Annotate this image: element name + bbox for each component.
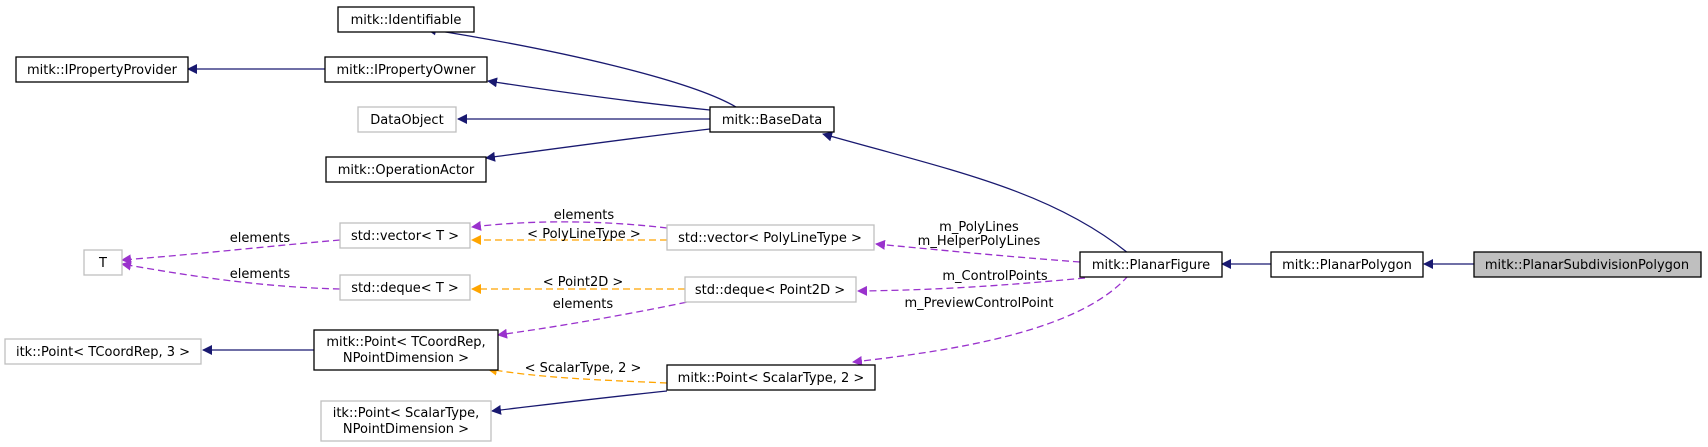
node-vector-t[interactable]: std::vector< T > bbox=[339, 222, 471, 249]
edge-label-scalartype-template: < ScalarType, 2 > bbox=[525, 361, 642, 376]
edge-planarfigure-vectorpolyline bbox=[875, 239, 1081, 263]
node-data-object[interactable]: DataObject bbox=[357, 106, 457, 133]
edge-label-deque-t-elements: elements bbox=[230, 267, 291, 282]
node-deque-t[interactable]: std::deque< T > bbox=[339, 274, 471, 301]
node-itk-point-tcoordrep[interactable]: itk::Point< TCoordRep, 3 > bbox=[4, 338, 202, 365]
node-label-property-provider: mitk::IPropertyProvider bbox=[27, 63, 178, 78]
node-itk-point-scalartype[interactable]: itk::Point< ScalarType, NPointDimension … bbox=[320, 400, 492, 442]
node-label-deque-point2d: std::deque< Point2D > bbox=[695, 283, 845, 298]
edge-basedata-identifiable bbox=[426, 25, 737, 108]
node-operation-actor[interactable]: mitk::OperationActor bbox=[325, 156, 487, 183]
edges bbox=[121, 25, 1474, 415]
node-label-planar-polygon: mitk::PlanarPolygon bbox=[1282, 258, 1412, 273]
node-label-base-data: mitk::BaseData bbox=[722, 113, 822, 128]
edge-vectorpolyline-vectort bbox=[471, 220, 668, 231]
edge-dequet-t bbox=[121, 260, 341, 290]
edge-label-preview-control-point: m_PreviewControlPoint bbox=[904, 296, 1053, 311]
nodes: mitk::Identifiable mitk::IPropertyProvid… bbox=[4, 6, 1702, 442]
node-label-operation-actor: mitk::OperationActor bbox=[338, 163, 475, 178]
node-planar-figure[interactable]: mitk::PlanarFigure bbox=[1079, 251, 1223, 278]
node-planar-polygon[interactable]: mitk::PlanarPolygon bbox=[1270, 251, 1424, 278]
node-base-data[interactable]: mitk::BaseData bbox=[709, 106, 835, 133]
edge-basedata-propertyowner bbox=[487, 77, 711, 111]
edge-scalarpoint-itkscalarpoint bbox=[491, 390, 668, 415]
node-label-deque-t: std::deque< T > bbox=[351, 281, 459, 296]
edge-scalarpoint-mitkpoint-template bbox=[487, 365, 668, 384]
node-label-mitk-point-tcoordrep-line2: NPointDimension > bbox=[343, 351, 469, 366]
node-label-itk-point-scalartype-line2: NPointDimension > bbox=[343, 422, 469, 437]
node-t[interactable]: T bbox=[83, 249, 123, 276]
node-label-vector-polyline: std::vector< PolyLineType > bbox=[678, 231, 862, 246]
edge-vectort-t bbox=[121, 239, 341, 265]
node-label-identifiable: mitk::Identifiable bbox=[351, 13, 462, 28]
edge-label-polylines: m_PolyLines bbox=[939, 220, 1019, 235]
edge-label-mitk-point-elements: elements bbox=[553, 297, 614, 312]
edge-label-polyline-template: < PolyLineType > bbox=[527, 227, 641, 242]
node-label-mitk-point-scalartype: mitk::Point< ScalarType, 2 > bbox=[678, 371, 865, 386]
node-label-planar-figure: mitk::PlanarFigure bbox=[1092, 258, 1210, 273]
edge-label-vector-polyline-elements: elements bbox=[554, 208, 615, 223]
node-mitk-point-scalartype[interactable]: mitk::Point< ScalarType, 2 > bbox=[666, 364, 876, 391]
node-label-vector-t: std::vector< T > bbox=[351, 229, 459, 244]
edge-label-point2d-template: < Point2D > bbox=[543, 275, 624, 290]
edge-planarfigure-basedata bbox=[822, 131, 1129, 254]
node-label-mitk-point-tcoordrep-line1: mitk::Point< TCoordRep, bbox=[326, 335, 485, 350]
edge-planarfigure-scalarpoint bbox=[852, 275, 1129, 366]
node-label-t: T bbox=[98, 256, 107, 271]
edge-planarfigure-dequepoint2d bbox=[857, 277, 1086, 296]
node-label-itk-point-scalartype-line1: itk::Point< ScalarType, bbox=[333, 406, 480, 421]
node-property-owner[interactable]: mitk::IPropertyOwner bbox=[324, 56, 488, 83]
edge-label-vector-t-elements: elements bbox=[230, 231, 291, 246]
node-property-provider[interactable]: mitk::IPropertyProvider bbox=[15, 56, 189, 83]
node-vector-polyline[interactable]: std::vector< PolyLineType > bbox=[666, 224, 875, 251]
node-label-itk-point-tcoordrep: itk::Point< TCoordRep, 3 > bbox=[16, 345, 190, 360]
node-label-property-owner: mitk::IPropertyOwner bbox=[337, 63, 477, 78]
node-identifiable[interactable]: mitk::Identifiable bbox=[337, 6, 475, 33]
node-label-planar-subdivision-polygon: mitk::PlanarSubdivisionPolygon bbox=[1485, 258, 1689, 273]
node-planar-subdivision-polygon[interactable]: mitk::PlanarSubdivisionPolygon bbox=[1473, 251, 1702, 278]
edge-labels: elements < PolyLineType > elements eleme… bbox=[230, 208, 1054, 376]
edge-label-control-points: m_ControlPoints bbox=[942, 269, 1047, 284]
edge-basedata-operationactor bbox=[485, 128, 711, 162]
node-mitk-point-tcoordrep[interactable]: mitk::Point< TCoordRep, NPointDimension … bbox=[313, 329, 499, 371]
node-label-data-object: DataObject bbox=[370, 113, 443, 128]
edge-label-helper-polylines: m_HelperPolyLines bbox=[918, 234, 1041, 249]
node-deque-point2d[interactable]: std::deque< Point2D > bbox=[684, 276, 857, 303]
